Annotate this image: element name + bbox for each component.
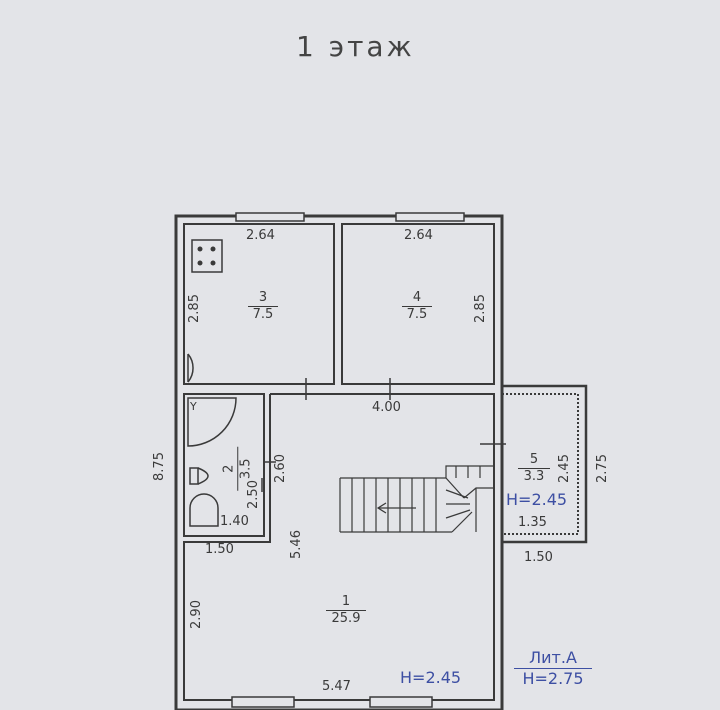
room-3-number: 3 (248, 290, 278, 308)
room-3-label: 3 7.5 (248, 290, 278, 324)
window-room-4 (395, 212, 465, 222)
dim-porch-outer-height: 2.75 (594, 454, 610, 483)
dim-porch-height: 2.45 (556, 454, 572, 483)
dim-stair-height: 5.46 (288, 530, 304, 559)
room-3-area: 7.5 (252, 307, 274, 323)
room-4-area: 7.5 (406, 307, 428, 323)
dim-hall-width: 4.00 (372, 400, 401, 415)
room-3-wall (183, 223, 335, 385)
dim-bath-height: 2.50 (245, 480, 261, 509)
room-5-label: 5 3.3 (518, 452, 550, 486)
litera-name: Лит.А (514, 648, 592, 669)
window-room-1-left (231, 696, 295, 708)
dim-room-1-width: 5.47 (322, 679, 351, 694)
window-room-1-right (369, 696, 433, 708)
staircase (339, 465, 494, 533)
litera-label: Лит.А H=2.75 (514, 648, 592, 689)
dim-bath-width: 1.40 (220, 514, 249, 529)
dim-total-height: 8.75 (151, 452, 167, 481)
door-mark: Y (189, 400, 197, 413)
window-room-3 (235, 212, 305, 222)
door-swing-room-3 (187, 353, 194, 383)
room-1-wall (183, 393, 495, 701)
dim-bath-bottom: 1.50 (205, 542, 234, 557)
porch-height-label: H=2.45 (506, 490, 568, 509)
litera-height: H=2.75 (522, 669, 584, 688)
dim-bath-inner: 2.60 (272, 454, 288, 483)
dim-room-1-height: 2.90 (188, 600, 204, 629)
room-2-number: 2 (221, 446, 239, 491)
room-5-number: 5 (518, 452, 550, 470)
dim-porch-outer-width: 1.50 (524, 550, 553, 565)
stove-icon (191, 239, 223, 273)
dim-room-3-width: 2.64 (246, 228, 275, 243)
room-1-number: 1 (326, 594, 366, 612)
room-4-wall (341, 223, 495, 385)
room-5-wall (502, 384, 588, 544)
room-4-number: 4 (402, 290, 432, 308)
room-5-area: 3.3 (523, 469, 545, 485)
room-5-inner-wall (502, 393, 579, 535)
dim-room-4-width: 2.64 (404, 228, 433, 243)
outer-wall (174, 214, 504, 710)
room-2-wall (183, 393, 265, 537)
room-1-area: 25.9 (331, 611, 361, 627)
dim-room-4-height: 2.85 (472, 294, 488, 323)
toilet-icon (189, 467, 209, 485)
room-1-label: 1 25.9 (326, 594, 366, 628)
dim-room-3-height: 2.85 (186, 294, 202, 323)
sink-icon (189, 493, 219, 527)
door-swing-room-2 (187, 397, 237, 447)
page-title: 1 этаж (296, 30, 415, 63)
main-height-label: H=2.45 (400, 668, 462, 687)
room-4-label: 4 7.5 (402, 290, 432, 324)
dim-porch-width: 1.35 (518, 515, 547, 530)
